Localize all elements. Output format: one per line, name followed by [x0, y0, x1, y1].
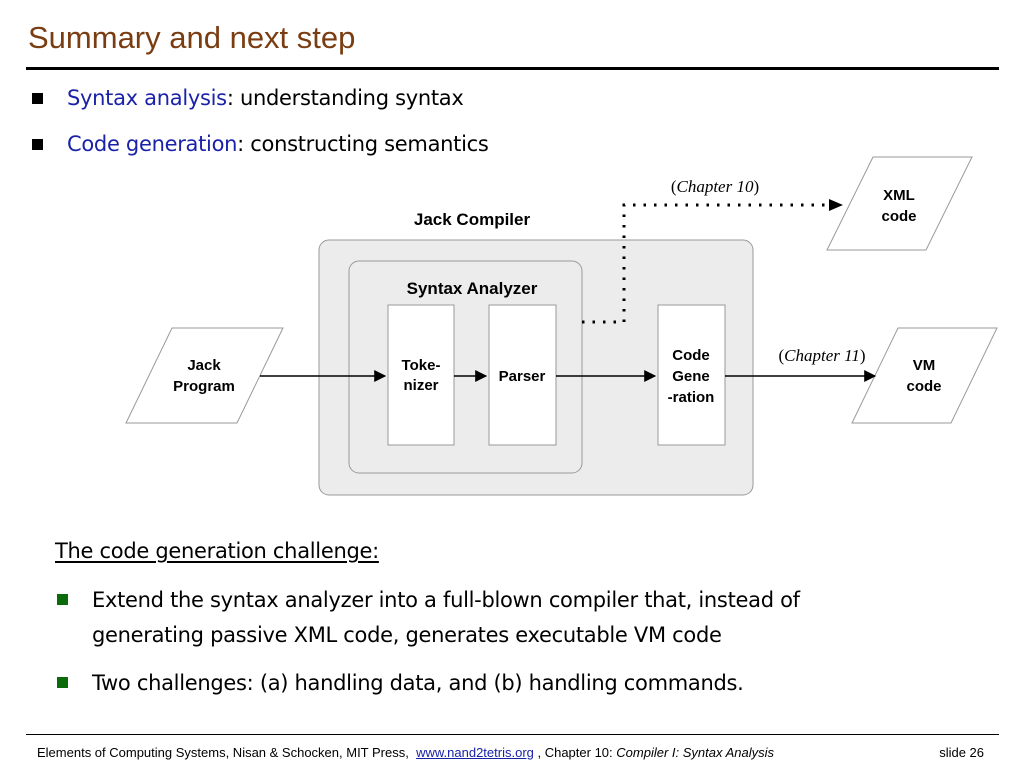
footer-prefix: Elements of Computing Systems, Nisan & S…: [37, 745, 413, 760]
xml-code-label-1: XML: [883, 187, 915, 204]
square-bullet-icon: [57, 594, 68, 605]
code-generation-box: [657, 304, 726, 446]
title-divider: [26, 67, 999, 70]
challenge-item-1-line-2: generating passive XML code, generates e…: [92, 623, 722, 647]
square-bullet-icon: [32, 138, 43, 150]
bullet-term: Syntax analysis: [67, 86, 227, 110]
codegen-label-3: -ration: [668, 389, 715, 406]
parser-label: Parser: [499, 368, 546, 385]
codegen-label-2: Gene: [672, 368, 710, 385]
vm-code-shape: [851, 327, 998, 424]
tokenizer-box: [387, 304, 455, 446]
dotted-arrow-head: [829, 199, 843, 211]
compiler-diagram: Jack Compiler Syntax Analyzer Toke- nize…: [125, 156, 998, 496]
parser-box: [488, 304, 557, 446]
jack-program-shape: [125, 327, 284, 424]
challenge-item-1-line-1: Extend the syntax analyzer into a full-b…: [92, 588, 800, 612]
tokenizer-label-2: nizer: [403, 377, 438, 394]
challenge-heading: The code generation challenge:: [55, 539, 379, 563]
jack-program-label-2: Program: [173, 378, 235, 395]
xml-code-shape: [826, 156, 973, 251]
vm-code-label-1: VM: [913, 357, 936, 374]
green-bullet-1: [57, 594, 68, 605]
jack-compiler-label: Jack Compiler: [414, 210, 531, 229]
tokenizer-label-1: Toke-: [402, 357, 441, 374]
chapter-11-label: (Chapter 11): [778, 346, 865, 365]
syntax-analyzer-label: Syntax Analyzer: [407, 279, 538, 298]
codegen-label-1: Code: [672, 347, 710, 364]
slide-number: slide 26: [939, 745, 984, 760]
footer-middle: , Chapter 10:: [533, 745, 617, 760]
jack-program-label-1: Jack: [187, 357, 221, 374]
green-bullet-2: [57, 677, 68, 688]
challenge-item-2: Two challenges: (a) handling data, and (…: [92, 666, 962, 701]
slide-title: Summary and next step: [28, 20, 356, 55]
bullet-syntax-analysis: Syntax analysis: understanding syntax: [32, 86, 464, 110]
square-bullet-icon: [32, 92, 43, 104]
footer-chapter-title: Compiler I: Syntax Analysis: [616, 745, 775, 760]
square-bullet-icon: [57, 677, 68, 688]
bullet-term: Code generation: [67, 132, 238, 156]
xml-code-label-2: code: [881, 208, 916, 225]
footer-link[interactable]: www.nand2tetris.org: [416, 745, 534, 760]
challenge-item-2-line-1: Two challenges: (a) handling data, and (…: [92, 671, 744, 695]
bullet-code-generation: Code generation: constructing semantics: [32, 132, 489, 156]
vm-code-label-2: code: [906, 378, 941, 395]
footer: Elements of Computing Systems, Nisan & S…: [37, 745, 987, 760]
dotted-arrow-to-xml: [582, 203, 843, 324]
chapter-10-label: (Chapter 10): [671, 177, 759, 196]
bullet-text: : constructing semantics: [237, 132, 489, 156]
bullet-text: : understanding syntax: [226, 86, 464, 110]
challenge-item-1: Extend the syntax analyzer into a full-b…: [92, 583, 962, 653]
footer-divider: [26, 734, 999, 735]
